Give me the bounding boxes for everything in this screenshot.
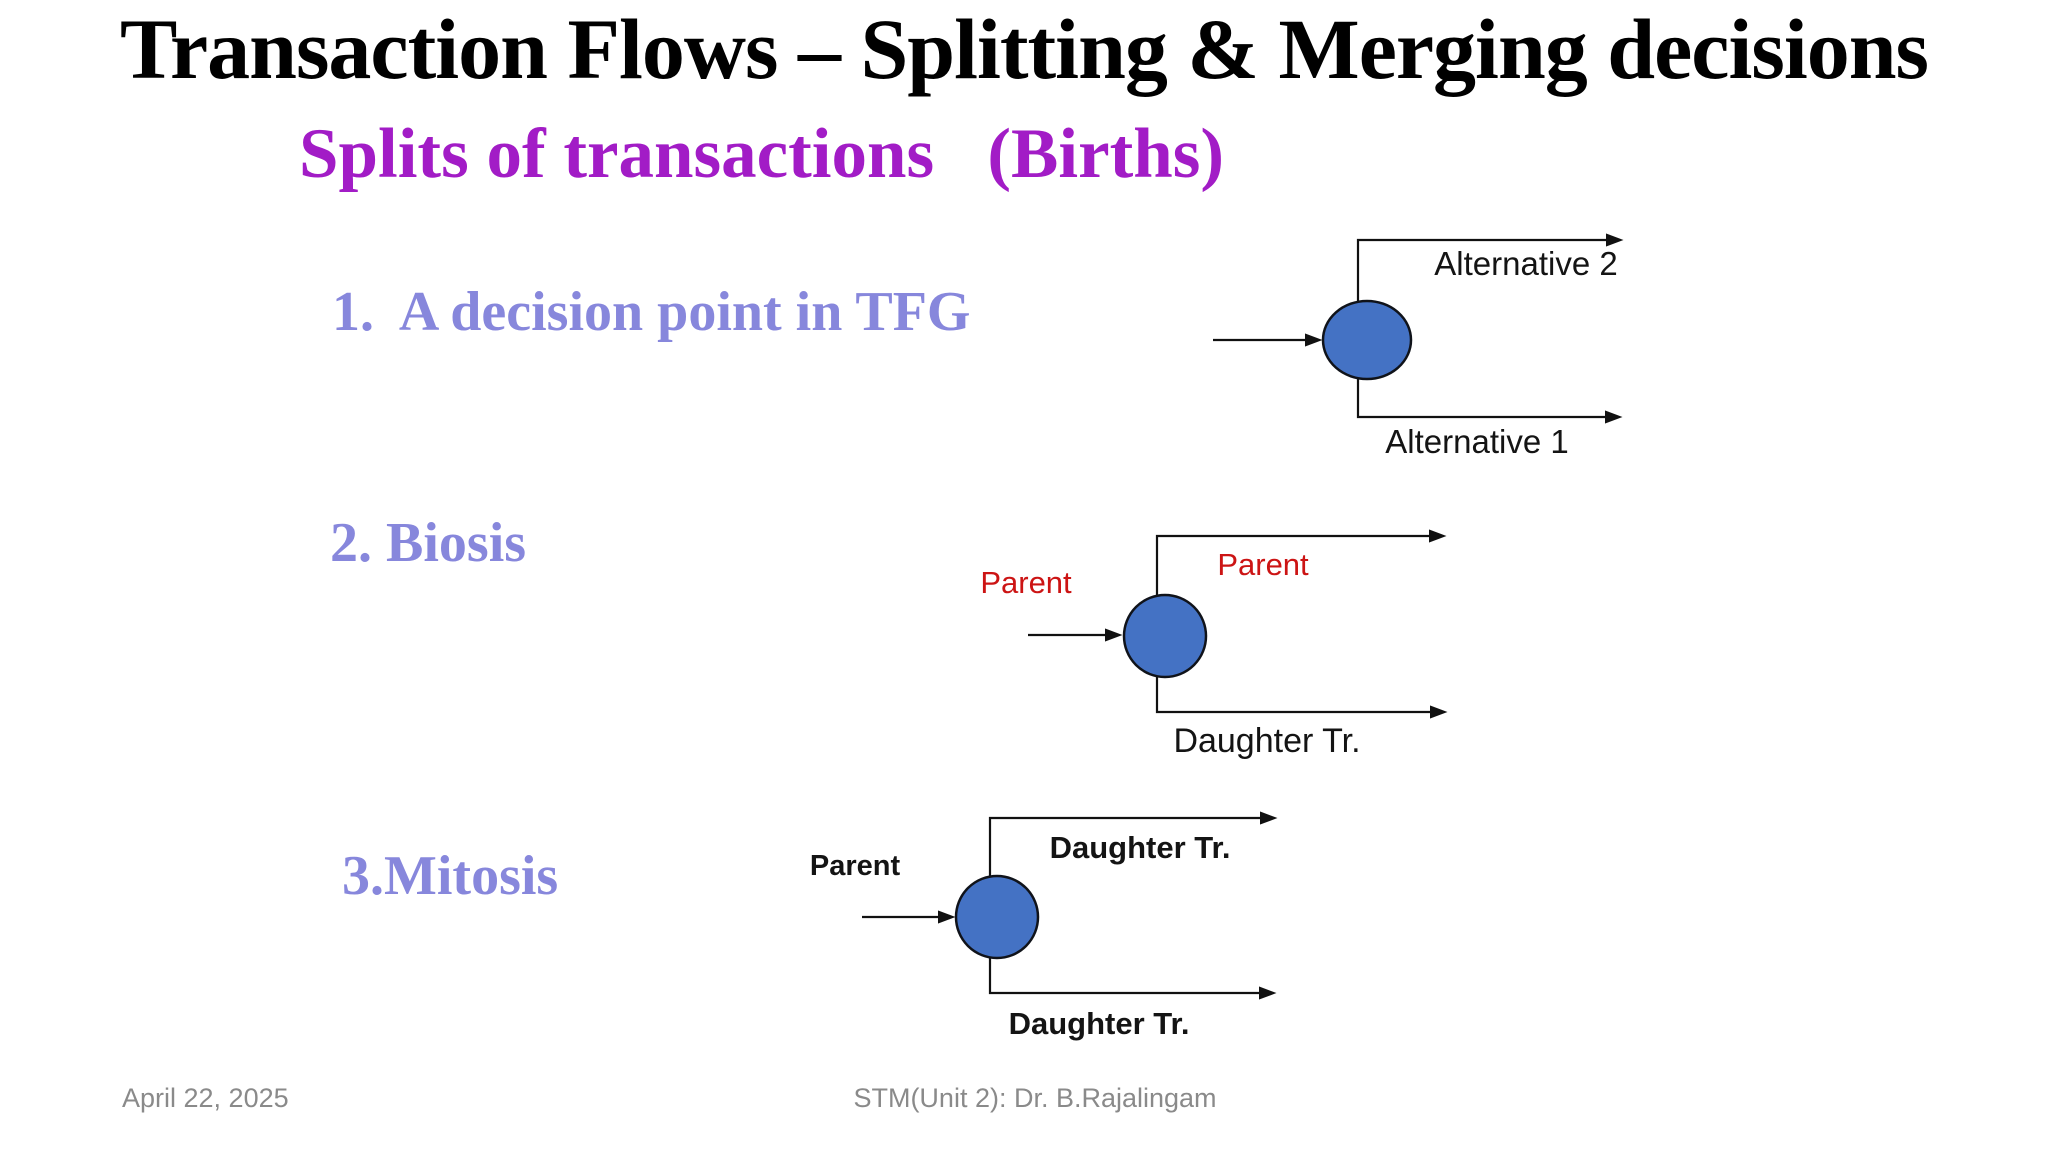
mitosis-node-circle [954, 874, 1040, 960]
mitosis-label-parent-in: Parent [809, 850, 901, 882]
decision-out-bottom-arrow-alternative-1 [1356, 376, 1623, 424]
diagram-decision-point [1213, 233, 1624, 424]
biosis-label-parent-in: Parent [980, 565, 1072, 600]
list-item-biosis: 2. Biosis [330, 512, 527, 574]
mitosis-out-bottom-arrow-daughter [988, 957, 1277, 1000]
slide-title: Transaction Flows – Splitting & Merging … [119, 1, 1929, 97]
mitosis-out-top-arrow-daughter [988, 811, 1278, 877]
list-item-decision-point: 1. A decision point in TFG [332, 281, 971, 343]
footer-date: April 22, 2025 [122, 1083, 289, 1113]
decision-label-alternative-2: Alternative 2 [1434, 245, 1618, 282]
biosis-label-parent-out: Parent [1217, 547, 1309, 582]
decision-node-circle [1321, 299, 1413, 381]
diagram-biosis [1028, 529, 1448, 719]
biosis-node-circle [1122, 593, 1208, 679]
decision-out-top-arrow-alternative-2 [1356, 233, 1624, 302]
mitosis-label-daughter-bottom: Daughter Tr. [1008, 1006, 1190, 1041]
slide-subtitle: Splits of transactions (Births) [299, 115, 1225, 193]
biosis-out-bottom-arrow-daughter [1155, 676, 1448, 719]
decision-label-alternative-1: Alternative 1 [1385, 423, 1569, 460]
biosis-out-top-arrow-parent [1155, 529, 1447, 596]
mitosis-label-daughter-top: Daughter Tr. [1049, 830, 1231, 865]
list-item-mitosis: 3.Mitosis [342, 845, 559, 907]
footer-credit: STM(Unit 2): Dr. B.Rajalingam [853, 1083, 1217, 1113]
diagram-mitosis [862, 811, 1278, 1000]
biosis-label-daughter: Daughter Tr. [1173, 722, 1361, 760]
